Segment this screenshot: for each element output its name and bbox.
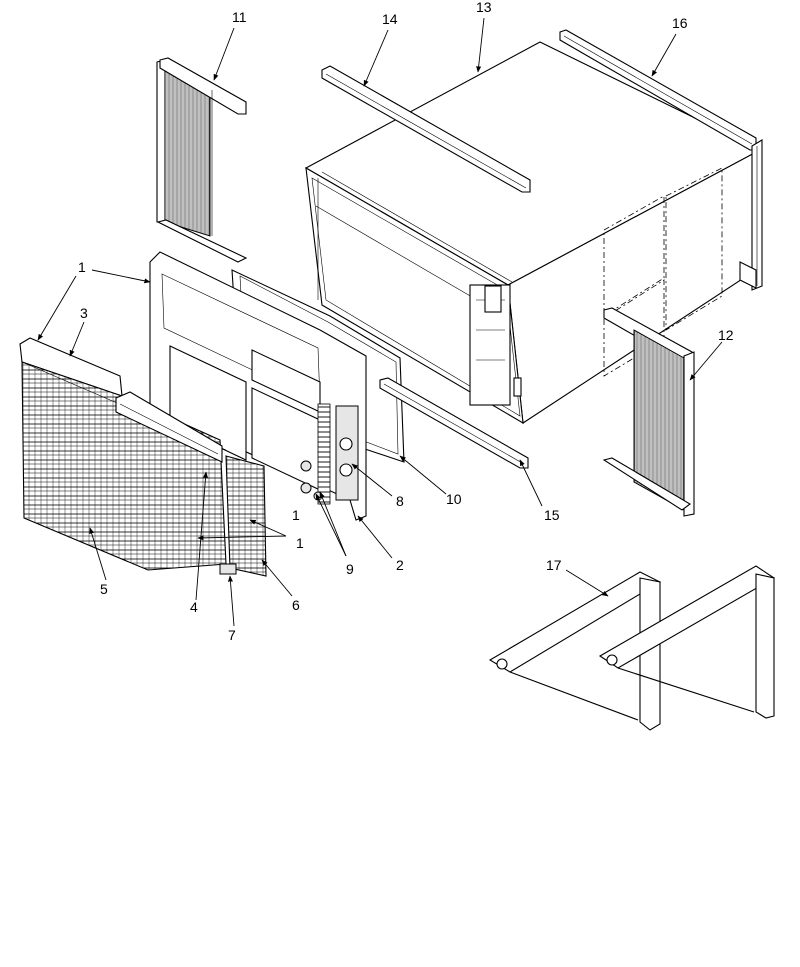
callout-14: 14 — [382, 11, 398, 27]
callout-16: 16 — [672, 15, 688, 31]
callout-2: 2 — [396, 557, 404, 573]
callout-1-louver: 1 — [296, 535, 304, 551]
callout-5: 5 — [100, 581, 108, 597]
callout-10: 10 — [446, 491, 462, 507]
callout-4: 4 — [190, 599, 198, 615]
rear-rail-part — [559, 29, 763, 291]
grille-door-part — [115, 391, 223, 463]
callout-6: 6 — [292, 597, 300, 613]
callout-11: 11 — [232, 9, 247, 25]
front-grille-part — [19, 337, 227, 571]
callout-13: 13 — [476, 0, 492, 15]
bottom-rail-part — [379, 377, 529, 469]
callout-8: 8 — [396, 493, 404, 509]
callout-7: 7 — [228, 627, 236, 643]
callout-1-grille: 1 — [292, 507, 300, 523]
side-louver-part — [225, 455, 267, 577]
callout-1-frame: 1 — [78, 259, 86, 275]
callout-12: 12 — [718, 327, 734, 343]
callout-9: 9 — [346, 561, 354, 577]
leader-lines — [37, 17, 723, 627]
callout-3: 3 — [80, 305, 88, 321]
right-curtain-part — [602, 307, 695, 517]
callout-17: 17 — [546, 557, 562, 573]
support-bracket-part — [488, 565, 776, 731]
callout-labels: 11 14 13 16 1 3 12 8 10 15 1 9 2 5 4 6 7… — [78, 0, 734, 643]
top-rail-part — [321, 65, 531, 193]
clip-part — [219, 563, 237, 575]
cabinet-part — [304, 41, 762, 425]
callout-15: 15 — [544, 507, 560, 523]
left-curtain-part — [156, 57, 248, 263]
